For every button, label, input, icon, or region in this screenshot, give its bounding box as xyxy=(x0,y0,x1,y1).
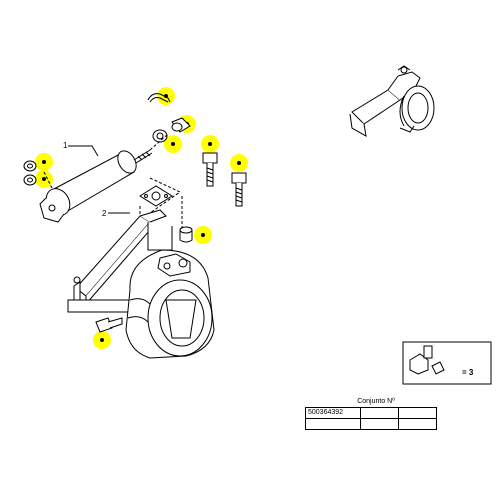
legend-quantity-text: = 3 xyxy=(462,368,474,377)
quantity-legend: = 3 xyxy=(402,341,492,385)
callout-label-1: 1 xyxy=(63,141,68,150)
marker-group xyxy=(35,87,460,380)
actuator-cylinder xyxy=(39,149,153,223)
assembly-blank-cell xyxy=(398,407,437,419)
assembled-unit-inset xyxy=(349,65,435,137)
assembly-header: Conjunto Nº xyxy=(305,397,437,408)
mounting-bracket xyxy=(67,209,173,313)
retaining-pin xyxy=(171,117,191,133)
spring-clip xyxy=(147,93,171,103)
assembly-reference-table: Conjunto Nº 500364392 xyxy=(305,397,437,430)
hex-bolt-a xyxy=(202,152,218,187)
hex-nut xyxy=(152,129,168,143)
assembly-number: 500364392 xyxy=(305,407,361,419)
assembly-blank-cell xyxy=(305,418,361,430)
assembly-blank-cell xyxy=(360,407,399,419)
left-washer xyxy=(23,174,37,186)
callout-part-2: 2 xyxy=(102,209,130,218)
assembly-blank-cell xyxy=(398,418,437,430)
hex-bolt-b xyxy=(231,172,247,207)
left-locknut xyxy=(23,160,37,172)
bushing xyxy=(179,226,193,243)
assembly-blank-cell xyxy=(360,418,399,430)
callout-part-1: 1 xyxy=(63,141,99,157)
callout-label-2: 2 xyxy=(102,209,107,218)
valve-housing xyxy=(125,249,215,359)
flange-gasket xyxy=(139,185,173,207)
flange-bolt xyxy=(95,317,123,333)
